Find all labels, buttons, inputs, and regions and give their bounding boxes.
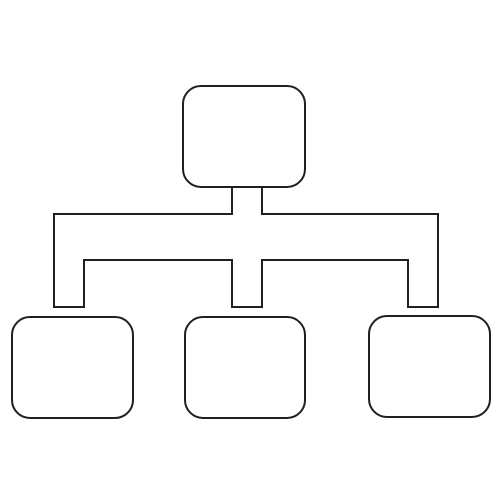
child-node-right bbox=[368, 315, 491, 418]
child-node-left bbox=[11, 316, 134, 419]
child-node-center bbox=[184, 316, 306, 419]
root-node bbox=[182, 85, 306, 188]
connector-bracket bbox=[53, 186, 439, 308]
